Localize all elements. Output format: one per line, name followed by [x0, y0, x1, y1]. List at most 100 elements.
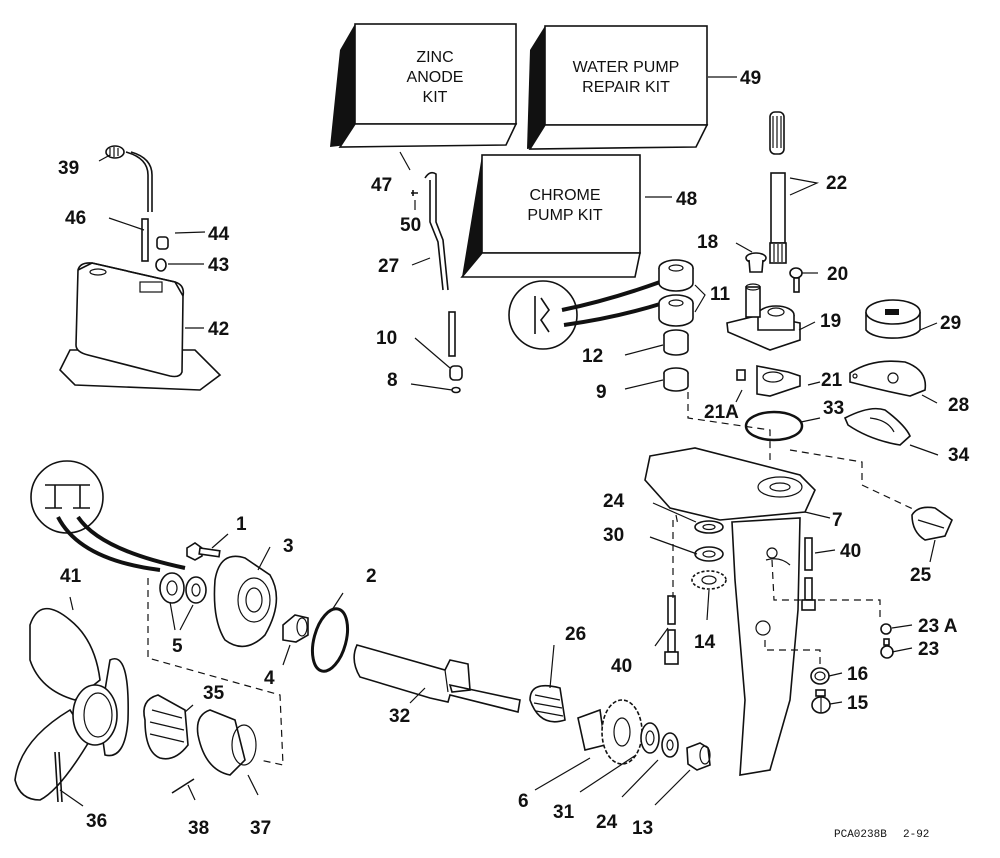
screw-20[interactable] — [789, 267, 803, 293]
callout-15[interactable]: 15 — [847, 693, 869, 714]
callout-31[interactable]: 31 — [553, 802, 575, 823]
plate-28[interactable] — [849, 360, 927, 397]
callout-41[interactable]: 41 — [60, 566, 82, 587]
callout-18[interactable]: 18 — [697, 232, 718, 253]
water-tube-46[interactable] — [125, 151, 153, 262]
callout-30[interactable]: 30 — [603, 525, 624, 546]
propeller-shaft-32[interactable] — [353, 644, 521, 713]
callout-5[interactable]: 5 — [172, 636, 183, 657]
callout-48[interactable]: 48 — [676, 189, 697, 210]
gasket-34[interactable] — [843, 407, 911, 446]
bearing-11-lower[interactable] — [658, 294, 694, 327]
shift-rod-27[interactable] — [424, 171, 456, 357]
chrome-pump-kit-box[interactable]: CHROME PUMP KIT — [460, 154, 641, 278]
screw-15[interactable] — [811, 689, 831, 714]
callout-26[interactable]: 26 — [565, 624, 586, 645]
callout-7[interactable]: 7 — [832, 510, 843, 531]
callout-43[interactable]: 43 — [208, 255, 229, 276]
callout-40-left[interactable]: 40 — [611, 656, 632, 677]
callout-8[interactable]: 8 — [387, 370, 398, 391]
cotter-pin-36[interactable] — [54, 751, 63, 803]
washer-24-upper[interactable] — [694, 520, 724, 534]
callout-24-lower[interactable]: 24 — [596, 812, 618, 833]
zinc-anode-kit-box[interactable]: ZINC ANODE KIT — [330, 23, 518, 148]
o-ring-33[interactable] — [744, 410, 804, 442]
callout-49[interactable]: 49 — [740, 68, 761, 89]
callout-40-right[interactable]: 40 — [840, 541, 861, 562]
bearing-13[interactable] — [686, 742, 711, 771]
callout-11[interactable]: 11 — [710, 284, 731, 305]
pin-38[interactable] — [171, 778, 195, 794]
callout-44[interactable]: 44 — [208, 224, 230, 245]
seal-5-inner[interactable] — [185, 576, 207, 604]
callout-24-upper[interactable]: 24 — [603, 491, 625, 512]
washer-24-lower[interactable] — [661, 732, 679, 758]
bearing-9[interactable] — [663, 367, 689, 392]
callout-2[interactable]: 2 — [366, 566, 377, 587]
callout-47[interactable]: 47 — [371, 175, 392, 196]
callout-33[interactable]: 33 — [823, 398, 844, 419]
key-21a[interactable] — [736, 369, 746, 381]
bearing-31[interactable] — [640, 722, 660, 754]
bushing-10[interactable] — [449, 365, 463, 381]
callout-50[interactable]: 50 — [400, 215, 421, 236]
gearcase-housing-7[interactable] — [644, 447, 816, 776]
washer-23a[interactable] — [880, 623, 892, 635]
callout-23[interactable]: 23 — [918, 639, 939, 660]
bearing-11-upper[interactable] — [658, 259, 694, 292]
callout-25[interactable]: 25 — [910, 565, 932, 586]
seal-5-outer[interactable] — [159, 572, 185, 604]
propeller-41[interactable] — [14, 607, 129, 801]
callout-39[interactable]: 39 — [58, 158, 79, 179]
callout-23a[interactable]: 23 A — [918, 616, 958, 637]
callout-42[interactable]: 42 — [208, 319, 229, 340]
callout-32[interactable]: 32 — [389, 706, 410, 727]
water-pump-repair-kit-box[interactable]: WATER PUMP REPAIR KIT — [527, 25, 709, 150]
callout-12[interactable]: 12 — [582, 346, 603, 367]
pump-cup-29[interactable] — [865, 299, 921, 339]
thrust-hub-35[interactable] — [143, 694, 189, 760]
callout-21a[interactable]: 21A — [704, 402, 739, 423]
callout-38[interactable]: 38 — [188, 818, 209, 839]
callout-27[interactable]: 27 — [378, 256, 399, 277]
callout-34[interactable]: 34 — [948, 445, 970, 466]
callout-36[interactable]: 36 — [86, 811, 107, 832]
callout-4[interactable]: 4 — [264, 668, 275, 689]
callout-35[interactable]: 35 — [203, 683, 225, 704]
grommet-18[interactable] — [745, 252, 767, 273]
grommet-44[interactable] — [156, 236, 169, 250]
callout-28[interactable]: 28 — [948, 395, 969, 416]
callout-10[interactable]: 10 — [376, 328, 397, 349]
exhaust-housing-42[interactable] — [59, 262, 222, 391]
screw-23[interactable] — [880, 638, 894, 659]
bearing-4[interactable] — [282, 614, 309, 643]
bearing-housing-3[interactable] — [213, 555, 278, 648]
callout-19[interactable]: 19 — [820, 311, 841, 332]
callout-21[interactable]: 21 — [821, 370, 843, 391]
callout-37[interactable]: 37 — [250, 818, 271, 839]
pinion-gear-14[interactable] — [691, 570, 727, 590]
pin-50[interactable] — [411, 190, 418, 196]
grommet-39[interactable] — [105, 145, 125, 159]
callout-9[interactable]: 9 — [596, 382, 607, 403]
impeller-21[interactable] — [756, 365, 801, 397]
grommet-43[interactable] — [155, 258, 167, 272]
pump-housing-19[interactable] — [726, 283, 801, 351]
forward-gear-6[interactable] — [577, 699, 643, 765]
callout-20[interactable]: 20 — [827, 264, 848, 285]
bearing-30[interactable] — [694, 546, 724, 562]
washer-16[interactable] — [810, 667, 830, 685]
shift-spring-26[interactable] — [529, 684, 566, 723]
callout-46[interactable]: 46 — [65, 208, 86, 229]
o-ring-8[interactable] — [451, 386, 461, 394]
callout-3[interactable]: 3 — [283, 536, 294, 557]
callout-13[interactable]: 13 — [632, 818, 653, 839]
bearing-12[interactable] — [663, 329, 689, 356]
spacer-37[interactable] — [196, 709, 257, 776]
callout-1[interactable]: 1 — [236, 514, 247, 535]
screw-40-left[interactable] — [664, 595, 679, 665]
driveshaft-22[interactable] — [769, 111, 787, 264]
trim-tab-25[interactable] — [911, 506, 953, 541]
screw-40-right[interactable] — [801, 537, 816, 611]
callout-22[interactable]: 22 — [826, 173, 847, 194]
